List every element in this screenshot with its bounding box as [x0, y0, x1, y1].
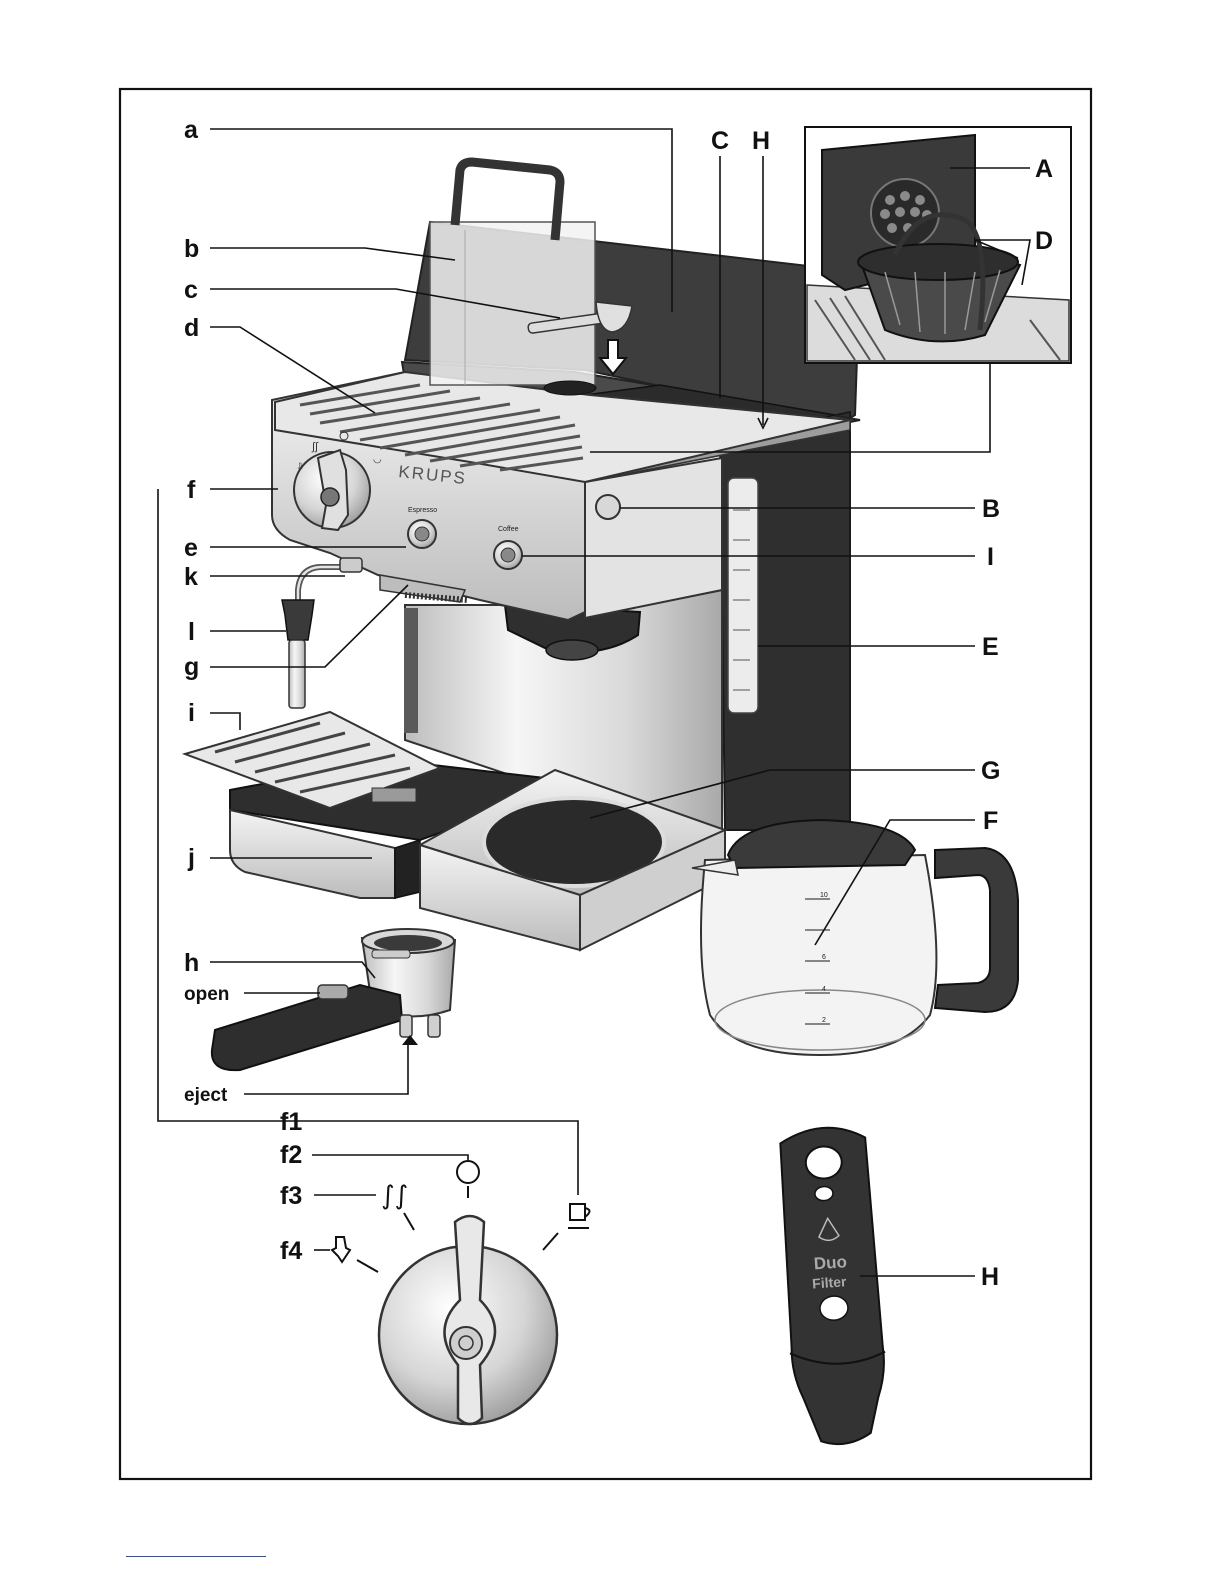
selector-dial-zoom: ∫∫ — [332, 1161, 590, 1424]
coffee-button-core — [501, 548, 515, 562]
selector-knob[interactable] — [294, 450, 370, 530]
label-k: k — [184, 563, 198, 591]
machine-head-right-side — [585, 458, 722, 618]
duo-filter: Duo Filter — [774, 1125, 891, 1447]
label-i: i — [188, 699, 195, 727]
selector-dial-center — [450, 1327, 482, 1359]
label-f: f — [187, 476, 196, 504]
label-b: b — [184, 235, 199, 263]
duo-filter-text-duo: Duo — [813, 1252, 847, 1273]
water-tank — [430, 222, 595, 385]
portafilter-spouts — [400, 1015, 440, 1037]
label-eject: eject — [184, 1085, 228, 1106]
steam-position-icon: ∫∫ — [381, 1181, 408, 1211]
label-A: A — [1035, 155, 1053, 183]
label-open: open — [184, 984, 229, 1005]
portafilter-lug-left — [372, 950, 410, 958]
knob-steam-symbol: ∫∫ — [311, 441, 319, 453]
label-f2: f2 — [280, 1141, 302, 1169]
drip-tray-side — [395, 840, 420, 898]
label-C: C — [711, 127, 729, 155]
portafilter — [212, 929, 455, 1070]
portafilter-handle — [212, 985, 402, 1070]
espresso-button-core — [415, 527, 429, 541]
machine-column-shadow — [404, 608, 418, 733]
knob-hot-water-symbol: ⇩ — [296, 462, 304, 473]
label-f1: f1 — [280, 1108, 302, 1136]
carafe-scale-2: 2 — [822, 1017, 826, 1024]
label-h: h — [184, 949, 199, 977]
portafilter-inner — [374, 935, 442, 951]
label-I: I — [987, 543, 994, 571]
carafe-scale-6: 6 — [822, 954, 826, 961]
coffee-carafe: 10 6 4 2 — [692, 820, 1018, 1055]
label-g: g — [184, 653, 199, 681]
label-B: B — [982, 495, 1000, 523]
duo-filter-small-hole — [814, 1186, 833, 1201]
off-position-icon — [457, 1161, 479, 1183]
cappuccino-nozzle — [282, 600, 314, 640]
filter-inset — [805, 127, 1071, 363]
label-l: l — [188, 618, 195, 646]
footer-link-underline — [126, 1556, 266, 1557]
label-H-bottom: H — [981, 1263, 999, 1291]
duo-filter-text-filter: Filter — [812, 1273, 848, 1291]
label-e: e — [184, 534, 198, 562]
label-G: G — [981, 757, 1000, 785]
carafe-scale-10: 10 — [820, 892, 828, 899]
label-c: c — [184, 276, 198, 304]
label-a: a — [184, 116, 199, 144]
espresso-button-label: Espresso — [408, 507, 437, 514]
hot-water-position-icon — [332, 1237, 350, 1262]
knob-cup-symbol: ◡ — [373, 454, 382, 465]
coffee-button-label: Coffee — [498, 526, 519, 533]
portafilter-eject-button[interactable] — [318, 985, 348, 999]
label-D: D — [1035, 227, 1053, 255]
carafe-scale-4: 4 — [822, 986, 826, 993]
cappuccino-nozzle-tube — [289, 640, 305, 708]
water-level-gauge — [728, 478, 758, 713]
spoon-slot — [544, 381, 596, 395]
label-F: F — [983, 807, 998, 835]
filter-basket-rim — [858, 244, 1018, 280]
steam-valve — [340, 558, 362, 572]
label-d: d — [184, 314, 199, 342]
label-f4: f4 — [280, 1237, 302, 1265]
label-f3: f3 — [280, 1182, 302, 1210]
coffee-outlet-spout — [546, 640, 598, 660]
carafe-handle — [935, 848, 1018, 1012]
cup-position-icon — [570, 1204, 590, 1220]
label-j: j — [187, 844, 195, 872]
drip-tray-float — [372, 788, 416, 802]
carafe-glass — [701, 855, 936, 1055]
on-off-button[interactable] — [596, 495, 620, 519]
label-H-top: H — [752, 127, 770, 155]
label-E: E — [982, 633, 999, 661]
